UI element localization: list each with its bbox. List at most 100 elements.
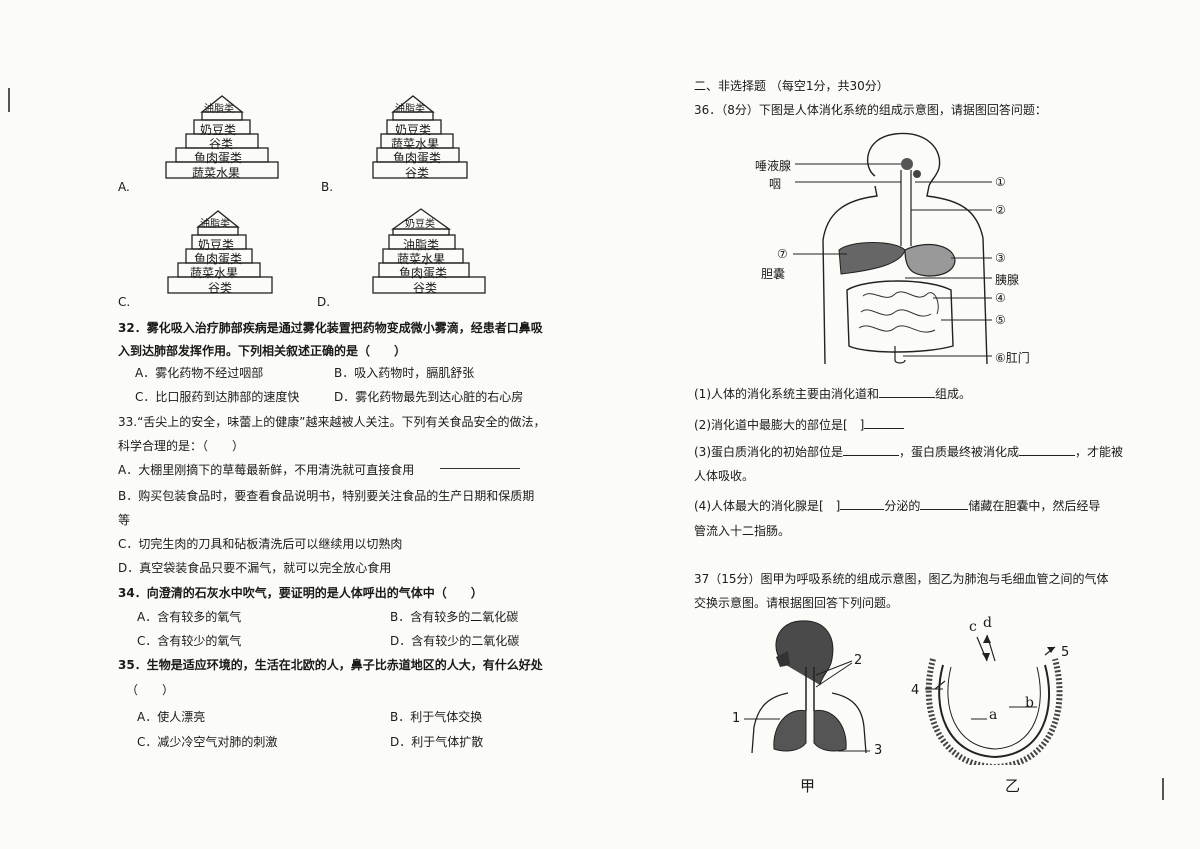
- pyramid-tier-3: 鱼肉蛋类: [194, 252, 243, 266]
- question-36-sub-2: (2)消化道中最膨大的部位是[ ]: [694, 416, 905, 433]
- yi-label-a: a: [989, 707, 998, 723]
- option-a: A．使人漂亮: [137, 710, 206, 724]
- option-d: D．利于气体扩散: [390, 735, 484, 749]
- question-32-stem-1: 32．雾化吸入治疗肺部疾病是通过雾化装置把药物变成微小雾滴，经患者口鼻吸: [118, 321, 543, 335]
- pyramid-tier-1: 油脂类: [395, 104, 425, 115]
- option-c: C．减少冷空气对肺的刺激: [137, 735, 278, 749]
- yi-label-d: d: [983, 615, 992, 631]
- label-number-3: ③: [995, 251, 1006, 265]
- question-36-stem: 36．（8分）下图是人体消化系统的组成示意图，请据图回答问题：: [694, 103, 1047, 117]
- option-b: B．购买包装食品时，要查看食品说明书，特别要关注食品的生产日期和保质期: [118, 489, 535, 503]
- sub-3-text-a: (3)蛋白质消化的初始部位是: [694, 445, 843, 459]
- label-number-5: ⑤: [995, 313, 1006, 327]
- option-c: C．比口服药到达肺部的速度快: [135, 390, 300, 404]
- pyramid-tier-5: 谷类: [405, 166, 430, 180]
- pyramid-tier-4: 蔬菜水果: [190, 266, 239, 280]
- option-a: A．含有较多的氧气: [137, 610, 242, 624]
- alveolus-capillary-diagram: [925, 634, 1063, 765]
- pyramid-tier-5: 蔬菜水果: [192, 166, 241, 180]
- option-c: C．切完生肉的刀具和砧板清洗后可以继续用以切熟肉: [118, 537, 403, 551]
- question-36-sub-4-cont: 管流入十二指肠。: [694, 524, 791, 538]
- question-36-sub-3: (3)蛋白质消化的初始部位是 ，蛋白质最终被消化成 ，才能被: [694, 443, 1123, 460]
- pyramid-tier-4: 鱼肉蛋类: [399, 266, 448, 280]
- pyramid-tier-4: 鱼肉蛋类: [194, 151, 243, 165]
- sub-3-text-c: ，才能被: [1075, 445, 1124, 459]
- pyramid-option-b: B. 油脂类 奶豆类 蔬菜水果 鱼肉蛋类 谷类: [315, 90, 515, 195]
- question-36-sub-3-cont: 人体吸收。: [694, 469, 755, 483]
- pyramid-tier-3: 蔬菜水果: [397, 252, 446, 266]
- answer-blank[interactable]: [879, 397, 935, 398]
- question-32-stem-2: 入到达肺部发挥作用。下列相关叙述正确的是（ ）: [118, 344, 407, 358]
- label-number-2: ②: [995, 203, 1006, 217]
- jia-label-2: 2: [854, 653, 863, 668]
- gas-exchange-figure: c d 5 4 a b 乙: [905, 615, 1085, 800]
- food-pyramid-diagram: [165, 95, 279, 179]
- yi-label-c: c: [969, 619, 977, 635]
- label-salivary-gland: 唾液腺: [755, 159, 792, 173]
- sub-4-text-a: (4)人体最大的消化腺是[ ]: [694, 499, 841, 513]
- option-b: B．含有较多的二氧化碳: [390, 610, 519, 624]
- answer-blank[interactable]: [843, 455, 899, 456]
- label-anus: ⑥肛门: [995, 351, 1030, 365]
- question-37-stem-1: 37（15分）图甲为呼吸系统的组成示意图，图乙为肺泡与毛细血管之间的气体: [694, 572, 1109, 586]
- scan-edge-left: [8, 88, 10, 112]
- figure-caption-jia: 甲: [800, 777, 816, 795]
- food-pyramid-diagram: [372, 95, 468, 179]
- option-letter: D.: [317, 295, 331, 309]
- jia-label-3: 3: [874, 743, 883, 758]
- answer-blank[interactable]: [920, 509, 969, 510]
- figure-caption-yi: 乙: [1005, 777, 1021, 795]
- sub-1-text-b: 组成。: [935, 387, 972, 401]
- pyramid-tier-2: 油脂类: [403, 238, 440, 252]
- label-gallbladder: 胆囊: [761, 267, 786, 281]
- question-36-sub-1: (1)人体的消化系统主要由消化道和 组成。: [694, 385, 971, 402]
- option-letter: A.: [118, 180, 130, 194]
- answer-blank[interactable]: [840, 509, 885, 510]
- digestive-system-diagram: [793, 132, 992, 365]
- respiratory-system-diagram: [744, 620, 870, 754]
- food-pyramid-diagram: [167, 210, 273, 294]
- option-d: D．真空袋装食品只要不漏气，就可以完全放心食用: [118, 561, 392, 575]
- question-36-sub-4: (4)人体最大的消化腺是[ ] 分泌的 储藏在胆囊中，然后经导: [694, 497, 1100, 514]
- option-a: A．雾化药物不经过咽部: [135, 366, 264, 380]
- pyramid-tier-1: 油脂类: [204, 104, 234, 115]
- yi-label-5: 5: [1061, 645, 1070, 660]
- option-b-cont: 等: [118, 513, 131, 527]
- question-35-stem-1: 35．生物是适应环境的，生活在北欧的人，鼻子比赤道地区的人大，有什么好处: [118, 658, 543, 672]
- label-number-7: ⑦: [777, 247, 788, 261]
- option-a: A．大棚里刚摘下的草莓最新鲜，不用清洗就可直接食用: [118, 463, 415, 477]
- option-b: B．利于气体交换: [390, 710, 483, 724]
- sub-3-text-b: ，蛋白质最终被消化成: [899, 445, 1020, 459]
- option-c: C．含有较少的氧气: [137, 634, 242, 648]
- sub-4-text-c: 储藏在胆囊中，然后经导: [968, 499, 1101, 513]
- scan-edge-right: [1162, 778, 1164, 800]
- pyramid-tier-3: 蔬菜水果: [391, 137, 440, 151]
- label-number-4: ④: [995, 291, 1006, 305]
- option-letter: B.: [321, 180, 334, 194]
- jia-label-1: 1: [732, 711, 741, 726]
- scribble-mark: [440, 468, 520, 469]
- question-34-stem: 34．向澄清的石灰水中吹气，要证明的是人体呼出的气体中（ ）: [118, 586, 483, 600]
- option-letter: C.: [118, 295, 131, 309]
- sub-4-text-b: 分泌的: [884, 499, 921, 513]
- question-37-stem-2: 交换示意图。请根据图回答下列问题。: [694, 596, 899, 610]
- yi-label-b: b: [1025, 695, 1034, 711]
- answer-blank[interactable]: [1019, 455, 1076, 456]
- pyramid-tier-5: 谷类: [208, 281, 233, 295]
- pyramid-tier-2: 奶豆类: [198, 238, 235, 252]
- label-number-1: ①: [995, 175, 1006, 189]
- option-d: D．含有较少的二氧化碳: [390, 634, 520, 648]
- sub-1-text-a: (1)人体的消化系统主要由消化道和: [694, 387, 879, 401]
- digestive-system-figure: 唾液腺 咽 胆囊 胰腺 ⑥肛门 ① ② ③ ④ ⑤ ⑦: [755, 128, 1055, 368]
- pyramid-tier-1: 奶豆类: [405, 219, 435, 230]
- pyramid-tier-2: 奶豆类: [200, 123, 237, 137]
- question-33-stem-2: 科学合理的是：（ ）: [118, 439, 245, 453]
- pyramid-tier-5: 谷类: [413, 281, 438, 295]
- answer-blank[interactable]: [864, 428, 905, 429]
- yi-label-4: 4: [911, 683, 920, 698]
- food-pyramid-diagram: [372, 208, 486, 294]
- sub-2-text: (2)消化道中最膨大的部位是[ ]: [694, 418, 865, 432]
- pyramid-option-d: D. 奶豆类 油脂类 蔬菜水果 鱼肉蛋类 谷类: [315, 205, 515, 310]
- label-pancreas: 胰腺: [995, 273, 1020, 287]
- pyramid-option-a: A. 油脂类 奶豆类 谷类 鱼肉蛋类 蔬菜水果: [110, 90, 310, 195]
